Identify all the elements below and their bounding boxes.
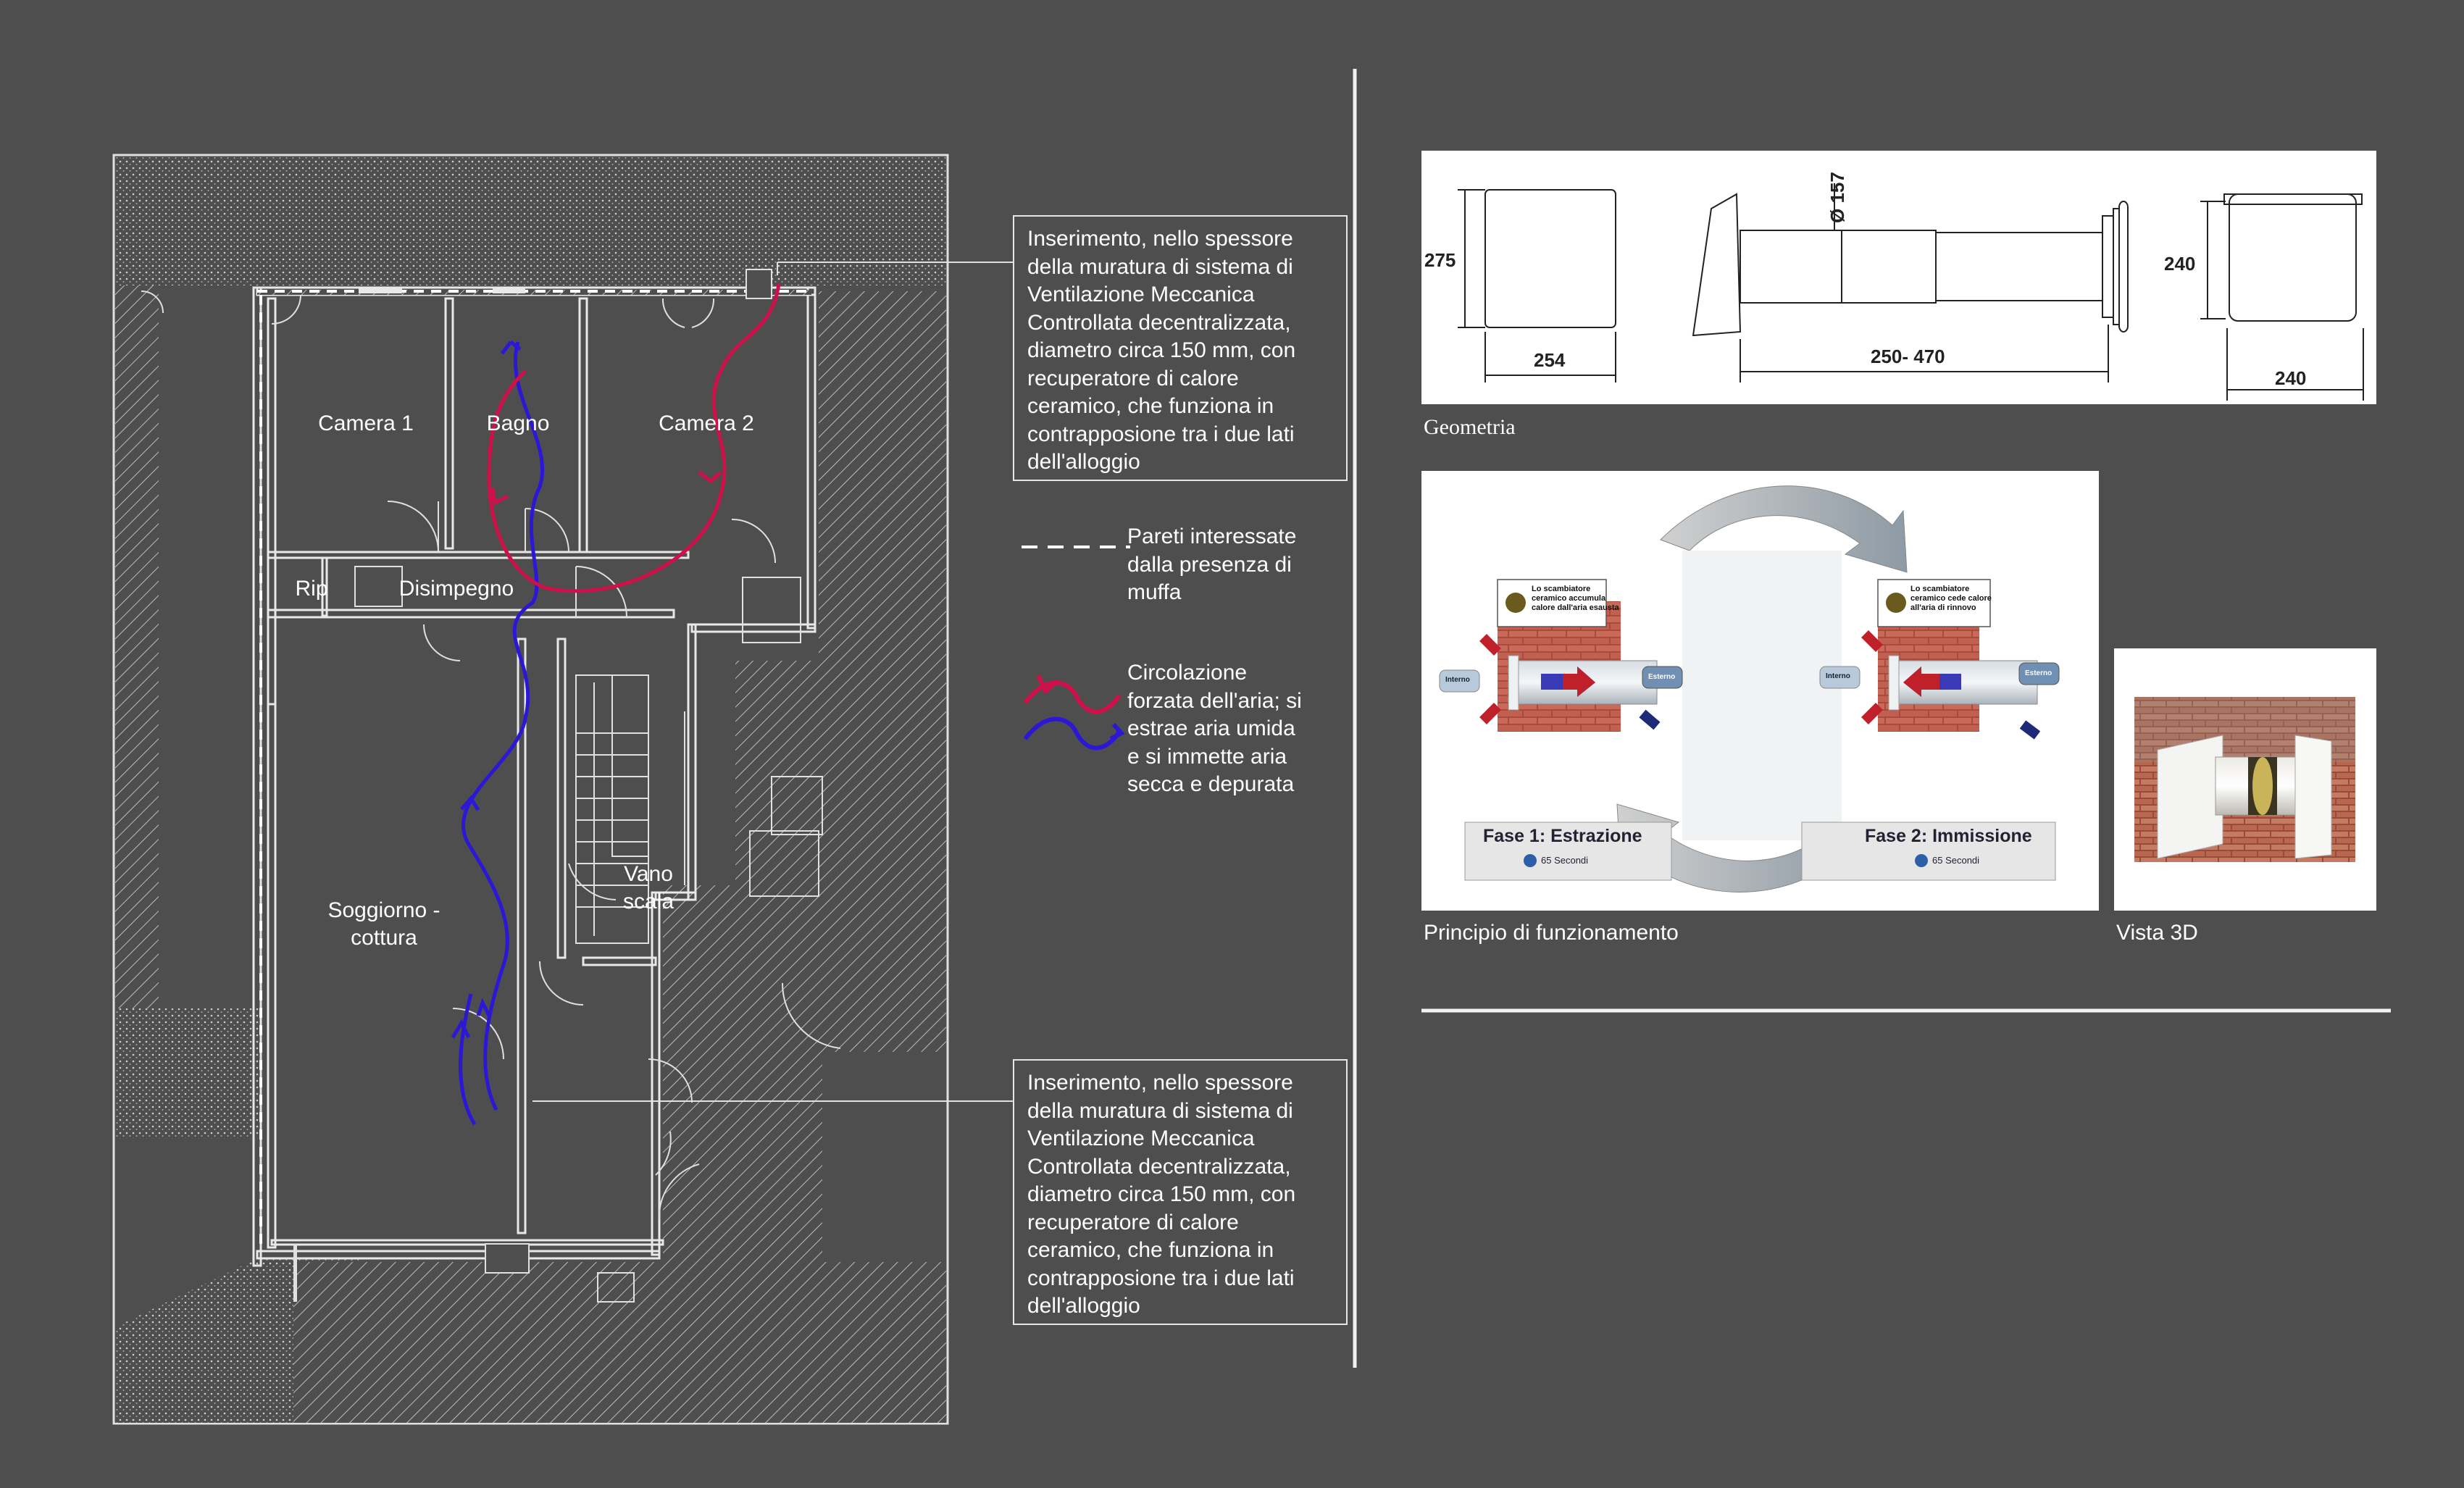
dim-diameter: Ø 157: [1826, 172, 1848, 223]
air-flow-supply: [461, 341, 545, 1111]
dim-back-width: 240: [2275, 367, 2306, 389]
legend-air-flow: Circolazione forzata dell'aria; si estra…: [1127, 661, 1302, 796]
phase1-inside-label: Interno: [1445, 676, 1470, 684]
room-label-camera1: Camera 1: [318, 411, 414, 435]
room-label-vano-scala: Vano scala: [622, 862, 675, 914]
dim-front-height: 275: [1424, 249, 1456, 271]
phase2-title: Fase 2: Immissione: [1865, 826, 2032, 846]
ground-top: [115, 156, 946, 285]
dim-length: 250- 470: [1871, 346, 1945, 367]
room-label-rip: Rip: [295, 577, 327, 601]
room-label-camera2: Camera 2: [659, 411, 754, 435]
principle-panel: Lo scambiatore ceramico accumula calore …: [1421, 471, 2099, 911]
room-label-disimpegno: Disimpegno: [399, 577, 514, 601]
air-flow-extract: [546, 283, 781, 593]
geometry-caption: Geometria: [1424, 415, 1516, 439]
phase1-time: 65 Secondi: [1541, 855, 1589, 866]
geometry-panel: 275 254 Ø 157 250- 470 240 240: [1421, 151, 2376, 404]
dim-front-width: 254: [1534, 349, 1566, 371]
phase1-note: Lo scambiatore ceramico accumula calore …: [1532, 585, 1619, 612]
room-label-bagno: Bagno: [487, 411, 550, 435]
phase1-outside-label: Esterno: [1648, 673, 1676, 681]
dim-back-height: 240: [2164, 253, 2195, 275]
view3d-caption: Vista 3D: [2116, 921, 2198, 945]
phase2-time: 65 Secondi: [1932, 855, 1980, 866]
callout-top: Inserimento, nello spessore della muratu…: [1013, 215, 1348, 481]
phase2-note: Lo scambiatore ceramico cede calore all'…: [1910, 585, 1992, 612]
legend-mold-walls: Pareti interessate dalla presenza di muf…: [1127, 524, 1297, 604]
callout-bottom: Inserimento, nello spessore della muratu…: [1013, 1059, 1348, 1325]
legend-air-flow-symbol: [1023, 674, 1125, 751]
view3d-panel: [2114, 648, 2376, 911]
phase2-outside-label: Esterno: [2025, 669, 2052, 677]
room-label-soggiorno: Soggiorno - cottura: [327, 898, 440, 950]
phase1-title: Fase 1: Estrazione: [1483, 826, 1642, 846]
floor-plan: Camera 1 Bagno Camera 2 Rip Disimpegno: [112, 154, 949, 1425]
phase2-inside-label: Interno: [1826, 672, 1850, 680]
principle-caption: Principio di funzionamento: [1424, 921, 1679, 945]
legend-mold-walls-symbol: [1022, 546, 1130, 548]
